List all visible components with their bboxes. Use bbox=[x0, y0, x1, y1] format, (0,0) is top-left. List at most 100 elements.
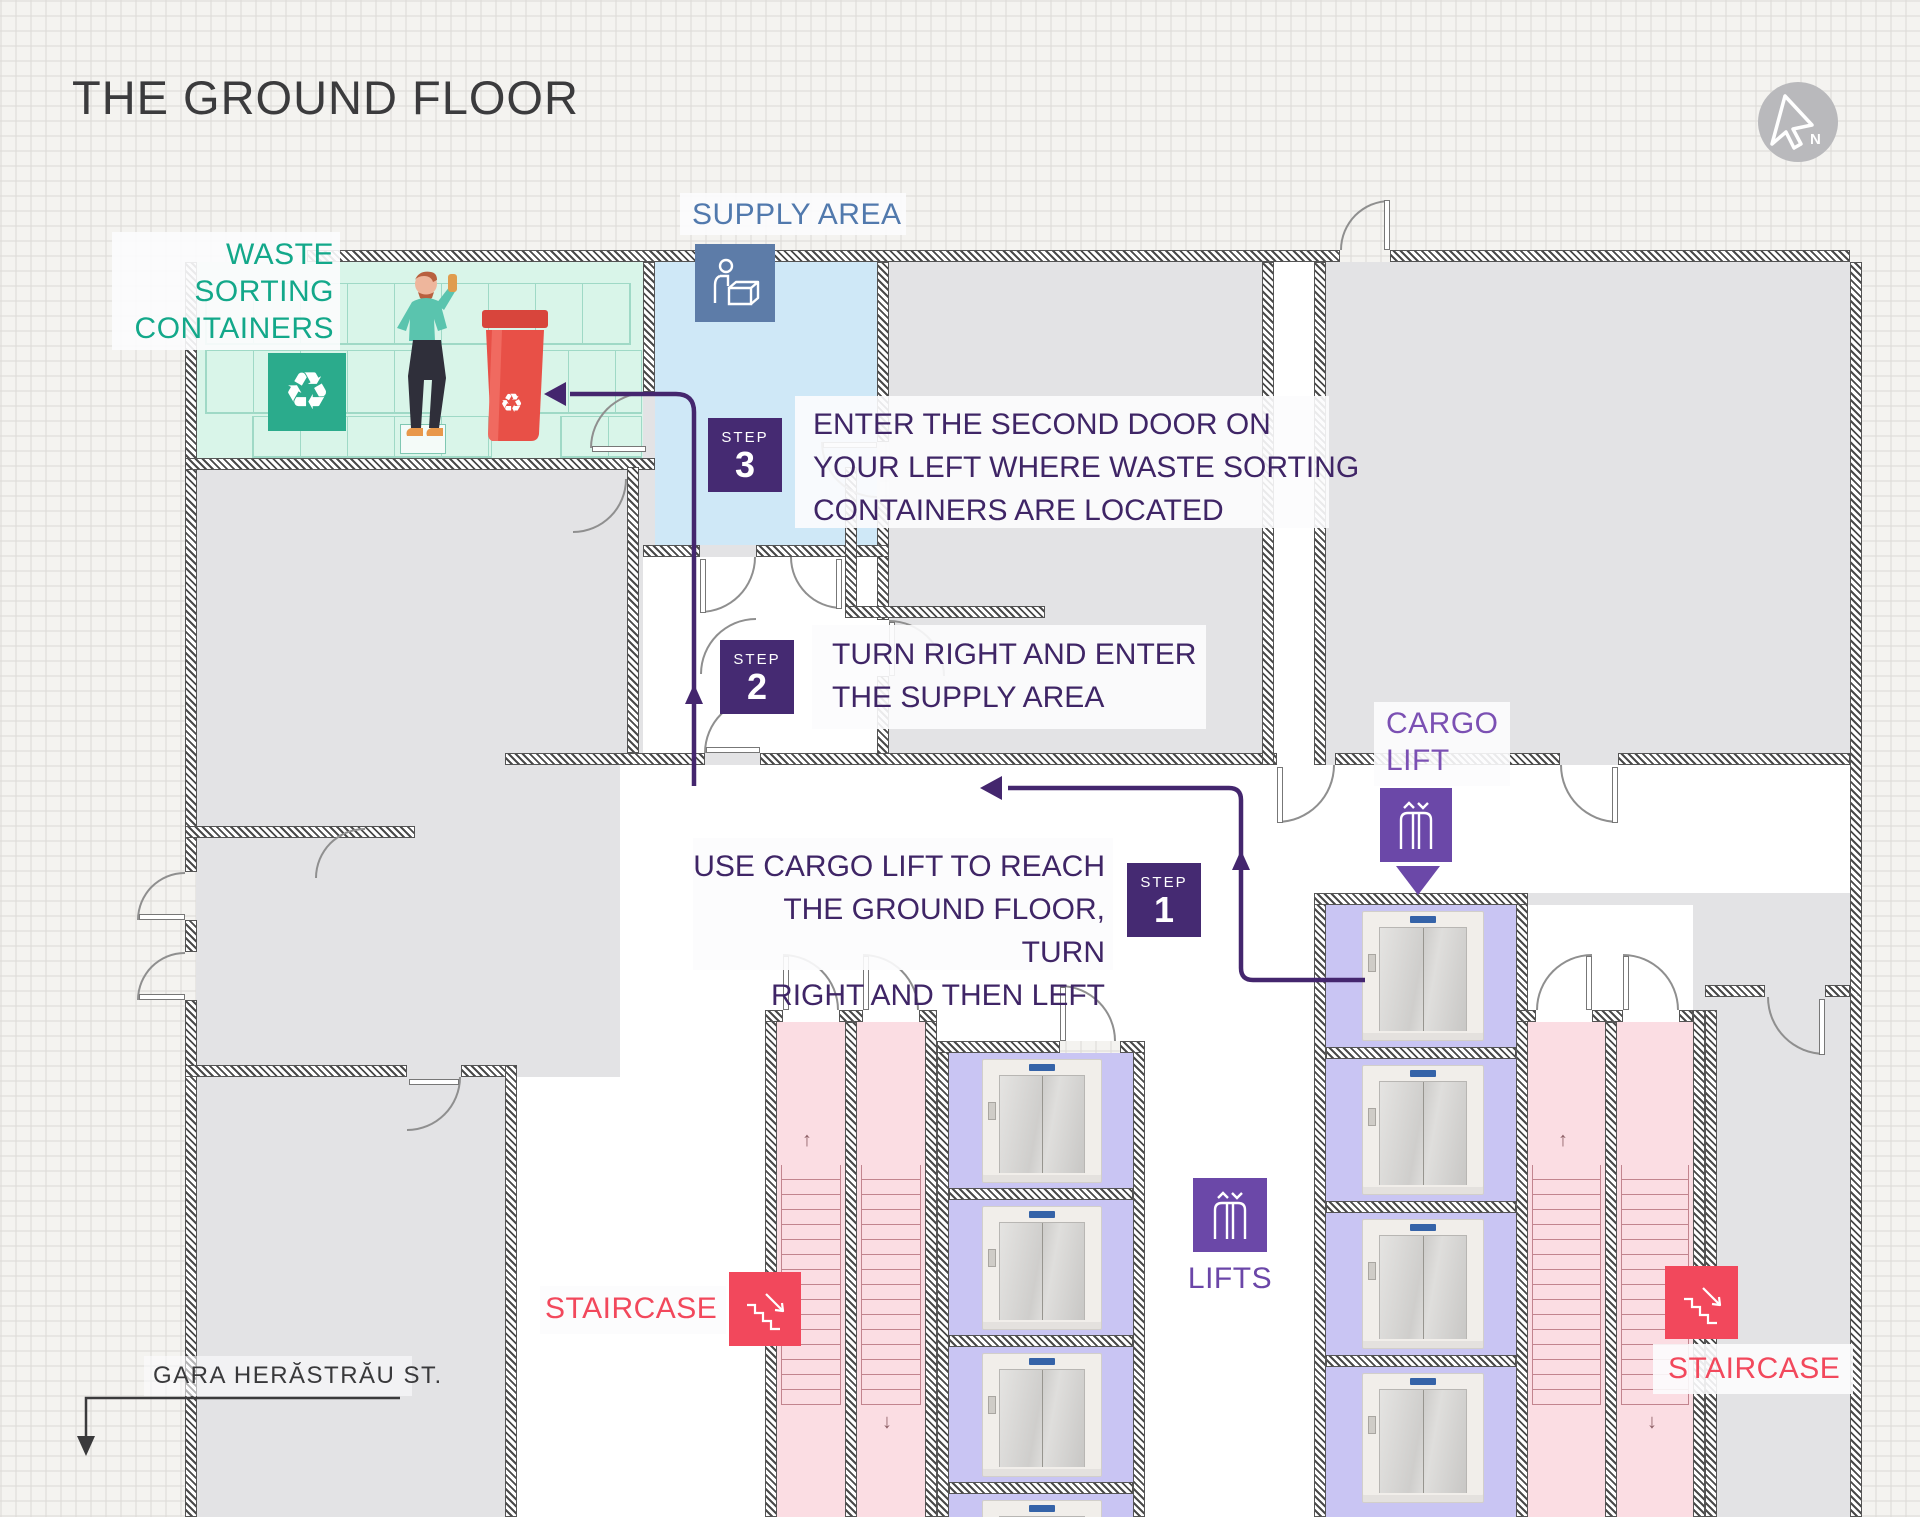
wall-segment bbox=[949, 1335, 1133, 1347]
staircase-right-backdrop bbox=[1653, 1344, 1853, 1394]
wall-segment bbox=[1618, 753, 1850, 765]
door-leaf bbox=[1612, 767, 1618, 823]
elevator-buttons bbox=[988, 1396, 996, 1414]
stair-direction-arrow: ↓ bbox=[882, 1411, 892, 1433]
staircase-icon bbox=[1665, 1266, 1738, 1339]
waste-sorting-label: WASTE SORTING CONTAINERS bbox=[134, 238, 334, 345]
elevator-doors bbox=[1379, 1235, 1467, 1339]
wall-segment bbox=[1314, 893, 1326, 1517]
wall-segment bbox=[1705, 1010, 1717, 1517]
cargo-lift-label: CARGO LIFT bbox=[1386, 707, 1499, 777]
step3-badge: STEP 3 bbox=[708, 418, 782, 492]
door-leaf bbox=[706, 747, 760, 753]
door-leaf bbox=[1384, 200, 1390, 250]
cargo-label-backdrop bbox=[1374, 702, 1510, 786]
wall-segment bbox=[1705, 985, 1765, 997]
elevator-doors bbox=[1379, 927, 1467, 1031]
wall-segment bbox=[925, 1010, 937, 1517]
elevator-doors bbox=[999, 1222, 1085, 1320]
wall-segment bbox=[185, 826, 415, 838]
wall-segment bbox=[919, 1010, 937, 1022]
step1-badge: STEP 1 bbox=[1127, 863, 1201, 937]
door-swing-arc bbox=[137, 952, 185, 1000]
staircase-icon bbox=[729, 1272, 801, 1346]
wall-segment bbox=[307, 250, 1340, 262]
stair-direction-arrow: ↑ bbox=[802, 1129, 812, 1151]
wall-segment bbox=[937, 1041, 949, 1517]
wall-segment bbox=[1679, 1010, 1693, 1022]
elevator-doors bbox=[999, 1369, 1085, 1467]
wall-segment bbox=[643, 262, 655, 392]
supply-area-label: SUPPLY AREA bbox=[692, 198, 902, 231]
elevator-display bbox=[1410, 1070, 1436, 1077]
elevator-buttons bbox=[1368, 1108, 1376, 1126]
wall-segment bbox=[1825, 985, 1850, 997]
elevator-buttons bbox=[988, 1102, 996, 1120]
wall-segment bbox=[505, 1065, 517, 1517]
lifts-label: LIFTS bbox=[1187, 1262, 1273, 1295]
elevator-display bbox=[1029, 1358, 1055, 1365]
elevator-display bbox=[1410, 1224, 1436, 1231]
wall-segment bbox=[185, 1065, 407, 1077]
wall-segment bbox=[1326, 1047, 1516, 1059]
staircase-right-label: STAIRCASE bbox=[1668, 1352, 1841, 1385]
wall-segment bbox=[643, 545, 700, 557]
elevator-doors bbox=[1379, 1389, 1467, 1493]
wall-segment bbox=[1326, 1201, 1516, 1213]
person-recycling-illustration: ♻ bbox=[397, 271, 548, 441]
elevator bbox=[982, 1500, 1102, 1517]
wall-segment bbox=[949, 1482, 1133, 1494]
elevator bbox=[1362, 1373, 1484, 1503]
elevator bbox=[982, 1353, 1102, 1477]
door-leaf bbox=[139, 994, 185, 1000]
door-swing-arc bbox=[137, 872, 185, 920]
recycle-icon: ♻ bbox=[268, 353, 346, 431]
elevator-buttons bbox=[1368, 954, 1376, 972]
staircase-left-label: STAIRCASE bbox=[545, 1292, 718, 1325]
wall-segment bbox=[1516, 1010, 1536, 1022]
door-leaf bbox=[700, 559, 706, 613]
wall-segment bbox=[1120, 1041, 1145, 1053]
stair-direction-arrow: ↑ bbox=[1558, 1129, 1568, 1151]
door-leaf bbox=[836, 559, 842, 609]
elevator bbox=[1362, 911, 1484, 1041]
wall-segment bbox=[937, 1041, 1060, 1053]
wall-segment bbox=[185, 1000, 197, 1517]
wall-segment bbox=[949, 1188, 1133, 1200]
waste-label-backdrop bbox=[112, 232, 340, 350]
step2-badge: STEP 2 bbox=[720, 640, 794, 714]
elevator bbox=[982, 1206, 1102, 1330]
door-leaf bbox=[1623, 956, 1629, 1010]
wall-segment bbox=[760, 753, 1277, 765]
step2-instruction: TURN RIGHT AND ENTER THE SUPPLY AREA bbox=[832, 638, 1197, 714]
step3-text-backdrop bbox=[795, 396, 1329, 528]
elevator-display bbox=[1029, 1505, 1055, 1512]
delivery-person-icon bbox=[695, 244, 775, 322]
door-leaf bbox=[1819, 999, 1825, 1055]
wall-segment bbox=[756, 545, 889, 557]
elevator-display bbox=[1029, 1064, 1055, 1071]
stair-treads bbox=[781, 1165, 841, 1405]
door-leaf bbox=[592, 446, 646, 452]
wall-segment bbox=[185, 920, 197, 952]
wall-segment bbox=[1693, 1010, 1705, 1517]
stair-treads bbox=[1532, 1165, 1601, 1405]
page-title: THE GROUND FLOOR bbox=[72, 71, 579, 124]
elevator-display bbox=[1410, 1378, 1436, 1385]
street-label: GARA HERĂSTRĂU ST. bbox=[153, 1362, 443, 1389]
wall-segment bbox=[627, 467, 639, 753]
wall-segment bbox=[765, 1010, 783, 1022]
north-arrow-icon: N bbox=[1758, 82, 1838, 162]
wall-segment bbox=[1605, 1022, 1617, 1517]
elevator bbox=[1362, 1065, 1484, 1195]
door-leaf bbox=[1060, 987, 1066, 1041]
step3-instruction: ENTER THE SECOND DOOR ON YOUR LEFT WHERE… bbox=[813, 408, 1360, 527]
corridor bbox=[620, 985, 765, 1077]
wall-segment bbox=[1314, 893, 1528, 905]
step2-text-backdrop bbox=[812, 625, 1206, 729]
wall-segment bbox=[505, 753, 705, 765]
wall-segment bbox=[1850, 262, 1862, 1517]
door-swing-arc bbox=[1340, 200, 1390, 250]
